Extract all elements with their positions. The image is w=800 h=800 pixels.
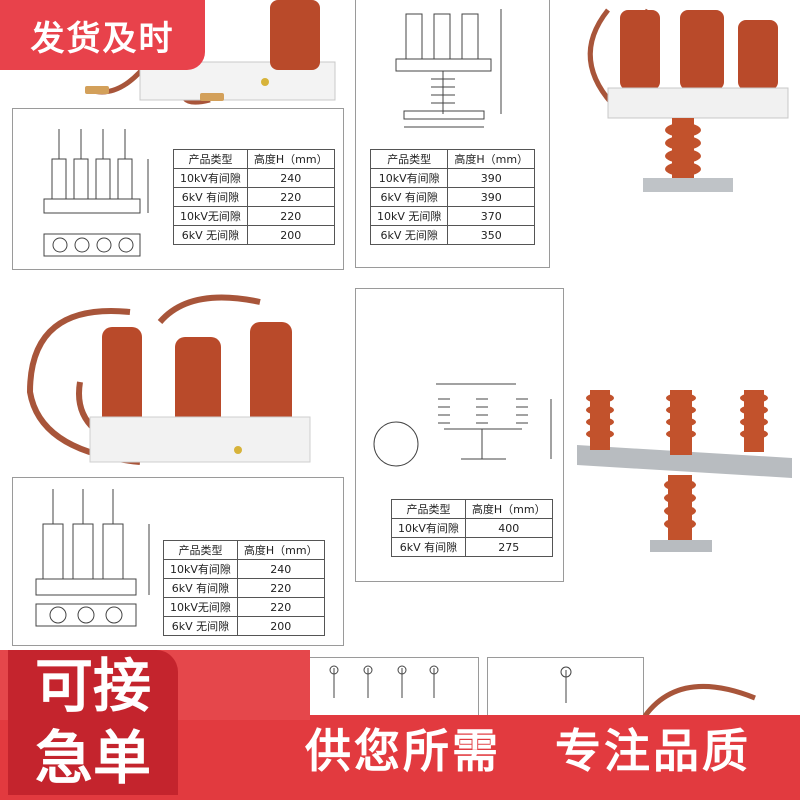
arrester-diagram-2 [395, 9, 502, 128]
col-type: 产品类型 [391, 499, 466, 519]
cell-height: 240 [236, 559, 325, 579]
cell-height: 240 [246, 168, 335, 188]
shipping-badge: 发货及时 [0, 0, 205, 70]
col-height: 高度H（mm） [447, 149, 536, 169]
cell-type: 10kV无间隙 [163, 597, 238, 617]
cell-height: 220 [236, 597, 325, 617]
cell-type: 6kV 有间隙 [173, 187, 248, 207]
cell-type: 6kV 有间隙 [369, 187, 449, 207]
cell-type: 6kV 有间隙 [391, 537, 466, 557]
urgent-order-line2: 急单 [34, 724, 151, 792]
cell-type: 10kV无间隙 [173, 206, 248, 226]
spec-panel-5 [305, 657, 479, 719]
cell-height: 400 [464, 518, 553, 538]
product-photo-top-right [548, 0, 800, 205]
product-photo-middle-right [572, 380, 800, 560]
cell-type: 6kV 有间隙 [163, 578, 238, 598]
cell-height: 350 [447, 225, 536, 245]
arrester-bracket-image [577, 390, 792, 552]
product-photo-middle-left [10, 282, 340, 472]
cell-type: 10kV有间隙 [173, 168, 248, 188]
arrester-cable-image [642, 684, 756, 718]
cell-height: 220 [246, 206, 335, 226]
shipping-badge-label: 发货及时 [30, 18, 175, 59]
arrester-diagram-1 [43, 129, 149, 257]
cell-type: 10kV有间隙 [391, 518, 466, 538]
arrester-insulator-image [587, 8, 789, 192]
col-type: 产品类型 [163, 540, 238, 560]
cell-height: 200 [246, 225, 335, 245]
arrester-diagram-6 [560, 666, 572, 703]
cell-type: 6kV 无间隙 [173, 225, 248, 245]
cell-height: 370 [447, 206, 536, 226]
col-type: 产品类型 [369, 149, 449, 169]
arrester-diagram-3 [373, 383, 552, 467]
col-type: 产品类型 [173, 149, 248, 169]
slogan-right: 专注品质 [555, 724, 751, 778]
arrester-diagram-5 [329, 665, 439, 698]
cell-height: 390 [447, 187, 536, 207]
cell-type: 6kV 无间隙 [369, 225, 449, 245]
cell-type: 10kV有间隙 [369, 168, 449, 188]
cell-height: 200 [236, 616, 325, 636]
urgent-order-badge: 可接 急单 [8, 650, 178, 795]
urgent-order-line1: 可接 [34, 652, 151, 720]
cell-height: 220 [236, 578, 325, 598]
spec-panel-6 [487, 657, 644, 719]
cell-height: 220 [246, 187, 335, 207]
col-height: 高度H（mm） [236, 540, 325, 560]
cell-height: 390 [447, 168, 536, 188]
arrester-housing-image-2 [26, 294, 311, 465]
cell-type: 10kV 无间隙 [369, 206, 449, 226]
cell-height: 275 [464, 537, 553, 557]
slogan-left: 供您所需 [305, 724, 501, 778]
col-height: 高度H（mm） [246, 149, 335, 169]
cell-type: 10kV有间隙 [163, 559, 238, 579]
cell-type: 6kV 无间隙 [163, 616, 238, 636]
arrester-diagram-4 [35, 489, 150, 627]
col-height: 高度H（mm） [464, 499, 553, 519]
